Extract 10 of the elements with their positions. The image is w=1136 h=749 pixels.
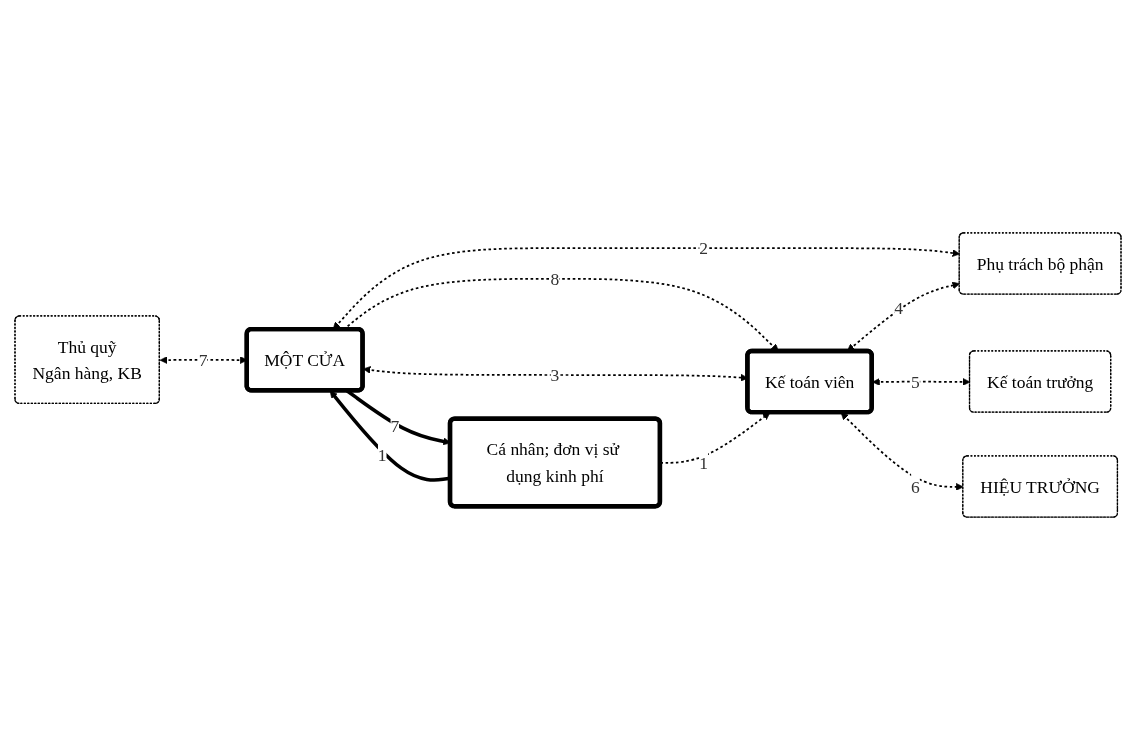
edge-label: 2 [699,238,709,258]
edge-label: 5 [911,371,920,391]
edge-label: 3 [550,364,560,385]
edge-label: 6 [911,476,920,496]
edge-label: 1 [699,452,709,472]
edge-label: 8 [550,268,560,288]
edge-label: 4 [894,298,904,318]
edge-label: 7 [390,415,400,435]
edge-label: 7 [198,349,208,369]
edge-label: 1 [377,444,387,464]
